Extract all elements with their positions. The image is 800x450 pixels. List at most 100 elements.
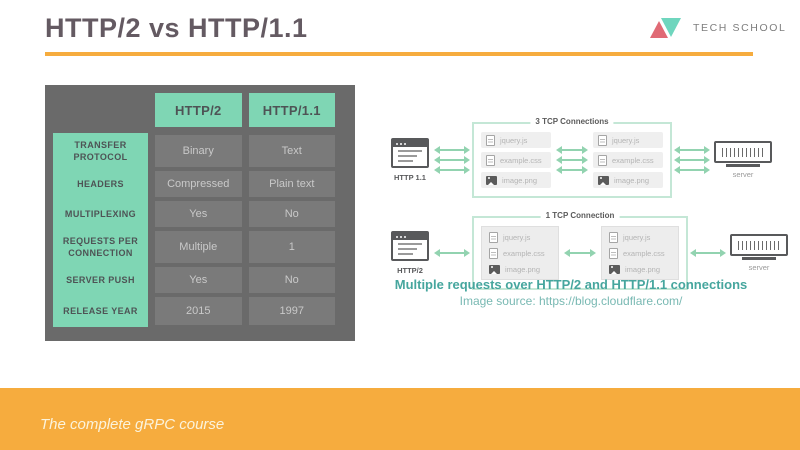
file-item: jquery.js [607, 230, 673, 244]
cell-value: Binary [155, 135, 242, 167]
request-file-list: jquery.js example.css image.png [481, 132, 551, 188]
file-name: example.css [500, 155, 542, 165]
column-header-http2: HTTP/2 [155, 93, 242, 127]
row-label-server-push: SERVER PUSH [53, 265, 148, 295]
logo-text: TECH SCHOOL [693, 22, 787, 34]
response-file-list: jquery.js example.css image.png [593, 132, 663, 188]
file-name: jquery.js [612, 135, 640, 145]
table-cell: Yes [155, 199, 242, 229]
table-cell: Text [248, 133, 335, 169]
file-item: image.png [593, 172, 663, 188]
client-label: HTTP 1.1 [394, 173, 426, 182]
tech-school-logo-icon [650, 16, 686, 40]
file-name: image.png [625, 264, 661, 274]
table-cell: 2015 [155, 295, 242, 327]
double-arrow-icon [434, 166, 470, 174]
table-cell: Plain text [248, 169, 335, 199]
comparison-grid: HTTP/2 HTTP/1.1 TRANSFER PROTOCOL Binary… [53, 93, 335, 329]
script-file-icon [489, 231, 498, 243]
file-item: jquery.js [481, 132, 551, 148]
diagram-caption: Multiple requests over HTTP/2 and HTTP/1… [375, 277, 767, 308]
image-file-icon [598, 175, 609, 185]
browser-window-icon [391, 138, 429, 168]
double-arrow-icon [434, 249, 470, 257]
tcp-connection-box: 1 TCP Connection jquery.js example.css i… [472, 211, 688, 290]
cell-value: Plain text [248, 171, 335, 197]
row-label-release-year: RELEASE YEAR [53, 295, 148, 327]
server-icon [730, 234, 788, 256]
server-arrows [690, 249, 726, 257]
server-arrows [674, 146, 710, 174]
file-name: example.css [503, 248, 545, 258]
row-label-headers: HEADERS [53, 169, 148, 199]
file-name: image.png [614, 175, 650, 185]
row-label-requests-per-connection: REQUESTS PER CONNECTION [53, 229, 148, 265]
file-name: image.png [505, 264, 541, 274]
server-icon [714, 141, 772, 163]
double-arrow-icon [564, 249, 596, 257]
server: server [730, 234, 788, 272]
server-label: server [748, 263, 770, 272]
logo: TECH SCHOOL [650, 16, 786, 40]
file-item: example.css [481, 152, 551, 168]
tcp-connections-box: 3 TCP Connections jquery.js example.css … [472, 117, 672, 198]
client-arrows [434, 146, 470, 174]
request-file-group: jquery.js example.css image.png [481, 226, 559, 280]
file-item: example.css [607, 246, 673, 260]
browser-window-icon [391, 231, 429, 261]
tcp-box-label: 1 TCP Connection [540, 211, 620, 220]
course-name: The complete gRPC course [40, 416, 225, 433]
double-arrow-icon [674, 156, 710, 164]
file-item: jquery.js [487, 230, 553, 244]
row-label-transfer-protocol: TRANSFER PROTOCOL [53, 133, 148, 169]
table-cell: No [248, 265, 335, 295]
footer-bar: The complete gRPC course [0, 388, 800, 450]
double-arrow-icon [434, 156, 470, 164]
double-arrow-icon [556, 156, 588, 164]
file-item: example.css [593, 152, 663, 168]
script-file-icon [609, 231, 618, 243]
http-comparison-table: HTTP/2 HTTP/1.1 TRANSFER PROTOCOL Binary… [45, 85, 355, 341]
image-source-text: Image source: https://blog.cloudflare.co… [459, 294, 683, 308]
http11-connections-diagram: HTTP 1.1 3 TCP Connections jquery.js exa… [388, 117, 772, 198]
cell-value: 2015 [155, 297, 242, 325]
css-file-icon [609, 247, 618, 259]
double-arrow-icon [674, 166, 710, 174]
table-cell: Multiple [155, 229, 242, 265]
script-file-icon [486, 134, 495, 146]
file-name: jquery.js [500, 135, 528, 145]
client-http2: HTTP/2 [388, 231, 432, 275]
table-cell: 1997 [248, 295, 335, 327]
title-underline [45, 52, 753, 56]
server: server [714, 141, 772, 179]
logo-pink-triangle-icon [650, 21, 668, 38]
cell-value: Yes [155, 267, 242, 293]
in-box-arrows [564, 249, 596, 257]
double-arrow-icon [556, 146, 588, 154]
client-http11: HTTP 1.1 [388, 138, 432, 182]
image-file-icon [609, 264, 620, 274]
server-label: server [732, 170, 754, 179]
client-arrows [434, 249, 470, 257]
file-item: example.css [487, 246, 553, 260]
css-file-icon [598, 154, 607, 166]
file-name: jquery.js [503, 232, 531, 242]
server-base-icon [742, 257, 776, 260]
file-item: image.png [487, 262, 553, 276]
file-name: jquery.js [623, 232, 651, 242]
table-cell: Compressed [155, 169, 242, 199]
table-corner-spacer [53, 93, 148, 127]
column-header-http11: HTTP/1.1 [248, 93, 335, 127]
cell-value: Compressed [155, 171, 242, 197]
double-arrow-icon [690, 249, 726, 257]
tcp-box-label: 3 TCP Connections [530, 117, 614, 126]
cell-value: Text [248, 135, 335, 167]
cell-value: No [248, 201, 335, 227]
file-name: example.css [623, 248, 665, 258]
double-arrow-icon [434, 146, 470, 154]
in-box-arrows [556, 146, 588, 174]
cell-value: No [248, 267, 335, 293]
table-cell: No [248, 199, 335, 229]
response-file-group: jquery.js example.css image.png [601, 226, 679, 280]
